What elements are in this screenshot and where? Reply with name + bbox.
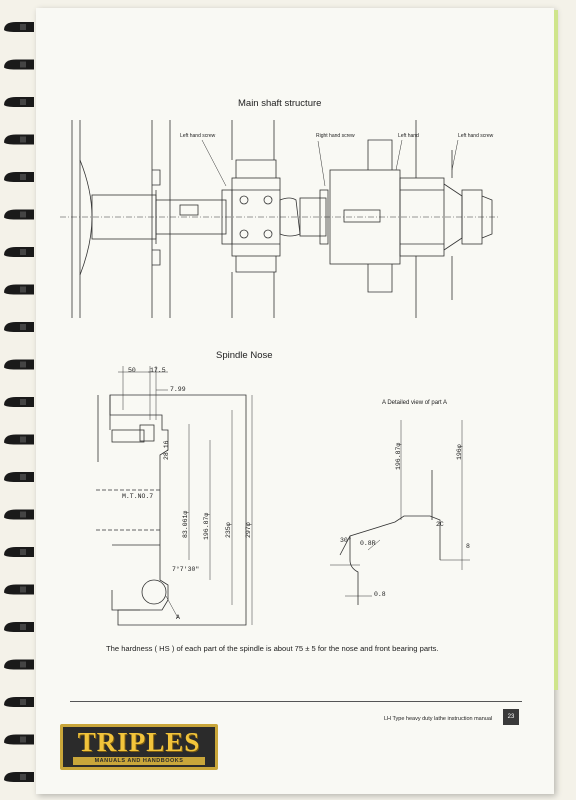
binding-hole: [20, 436, 26, 443]
binding-ring: [4, 659, 34, 670]
dim-297: 297φ: [245, 522, 252, 538]
logo-main-text: TRIPLES: [77, 727, 201, 757]
manual-page: [36, 8, 554, 794]
detail-dim-8: 8: [466, 543, 470, 550]
binding-ring: [4, 734, 34, 745]
detail-dim-0-8: 0.8: [374, 591, 386, 598]
label-mt-no-7: M.T.NO.7: [122, 493, 154, 500]
spiral-binding: [4, 22, 34, 782]
spindle-nose-title: Spindle Nose: [216, 350, 273, 361]
binding-ring: [4, 322, 34, 332]
label-left-hand-screw-1: Left hand screw: [180, 133, 216, 139]
binding-hole: [20, 249, 26, 255]
binding-ring: [4, 397, 34, 407]
ref-a: A: [176, 614, 180, 621]
page-number: 23: [503, 709, 519, 725]
binding-hole: [20, 474, 26, 480]
binding-hole: [20, 24, 26, 30]
binding-ring: [4, 772, 34, 782]
dim-50: 50: [128, 367, 136, 374]
binding-ring: [4, 584, 34, 595]
binding-ring: [4, 59, 34, 70]
binding-ring: [4, 97, 34, 107]
footer-manual-title: LH Type heavy duty lathe instruction man…: [384, 716, 493, 722]
binding-hole: [20, 61, 26, 68]
dim-196-87: 196.87φ: [203, 512, 210, 540]
binding-ring: [4, 359, 34, 370]
dim-235: 235φ: [225, 522, 232, 538]
detail-a-title: A Detailed view of part A: [382, 400, 448, 406]
binding-hole: [20, 136, 26, 143]
page-edge: [554, 10, 558, 690]
dim-28-16: 28.16: [163, 440, 170, 460]
binding-hole: [20, 399, 26, 405]
detail-dim-30: 30°: [340, 537, 352, 544]
binding-hole: [20, 211, 26, 218]
binding-hole: [20, 511, 26, 518]
dim-83-061: 83.061φ: [182, 510, 189, 538]
hardness-note: The hardness ( HS ) of each part of the …: [106, 644, 439, 653]
footer-rule: [70, 701, 522, 702]
label-left-hand-screw-2: Left hand screw: [458, 133, 494, 139]
binding-ring: [4, 284, 34, 295]
label-left-hand: Left hand: [398, 133, 419, 139]
binding-hole: [20, 586, 26, 593]
binding-hole: [20, 624, 26, 630]
detail-dim-2c: 2C: [436, 521, 444, 528]
binding-ring: [4, 697, 34, 707]
binding-hole: [20, 774, 26, 780]
binding-ring: [4, 134, 34, 145]
binding-ring: [4, 172, 34, 182]
logo-sub-text: MANUALS AND HANDBOOKS: [73, 757, 205, 765]
binding-ring: [4, 509, 34, 520]
main-shaft-title: Main shaft structure: [238, 98, 322, 109]
detail-dim-196-87: 196.87φ: [395, 442, 402, 470]
binding-ring: [4, 472, 34, 482]
binding-ring: [4, 622, 34, 632]
binding-hole: [20, 361, 26, 368]
binding-hole: [20, 286, 26, 293]
detail-dim-196: 196φ: [456, 444, 463, 460]
binding-hole: [20, 736, 26, 743]
dim-17-5: 17.5: [150, 367, 166, 374]
binding-ring: [4, 209, 34, 220]
binding-hole: [20, 99, 26, 105]
binding-hole: [20, 174, 26, 180]
detail-dim-0-8r: 0.8R: [360, 540, 376, 547]
binding-hole: [20, 324, 26, 330]
binding-hole: [20, 549, 26, 555]
dim-angle: 7°7'30": [172, 566, 200, 573]
binding-hole: [20, 661, 26, 668]
binding-ring: [4, 247, 34, 257]
binding-ring: [4, 434, 34, 445]
binding-ring: [4, 547, 34, 557]
dim-7-99: 7.99: [170, 386, 186, 393]
triples-logo: TRIPLES MANUALS AND HANDBOOKS: [60, 724, 218, 770]
label-right-hand-screw: Right hand screw: [316, 133, 355, 139]
binding-hole: [20, 699, 26, 705]
binding-ring: [4, 22, 34, 32]
